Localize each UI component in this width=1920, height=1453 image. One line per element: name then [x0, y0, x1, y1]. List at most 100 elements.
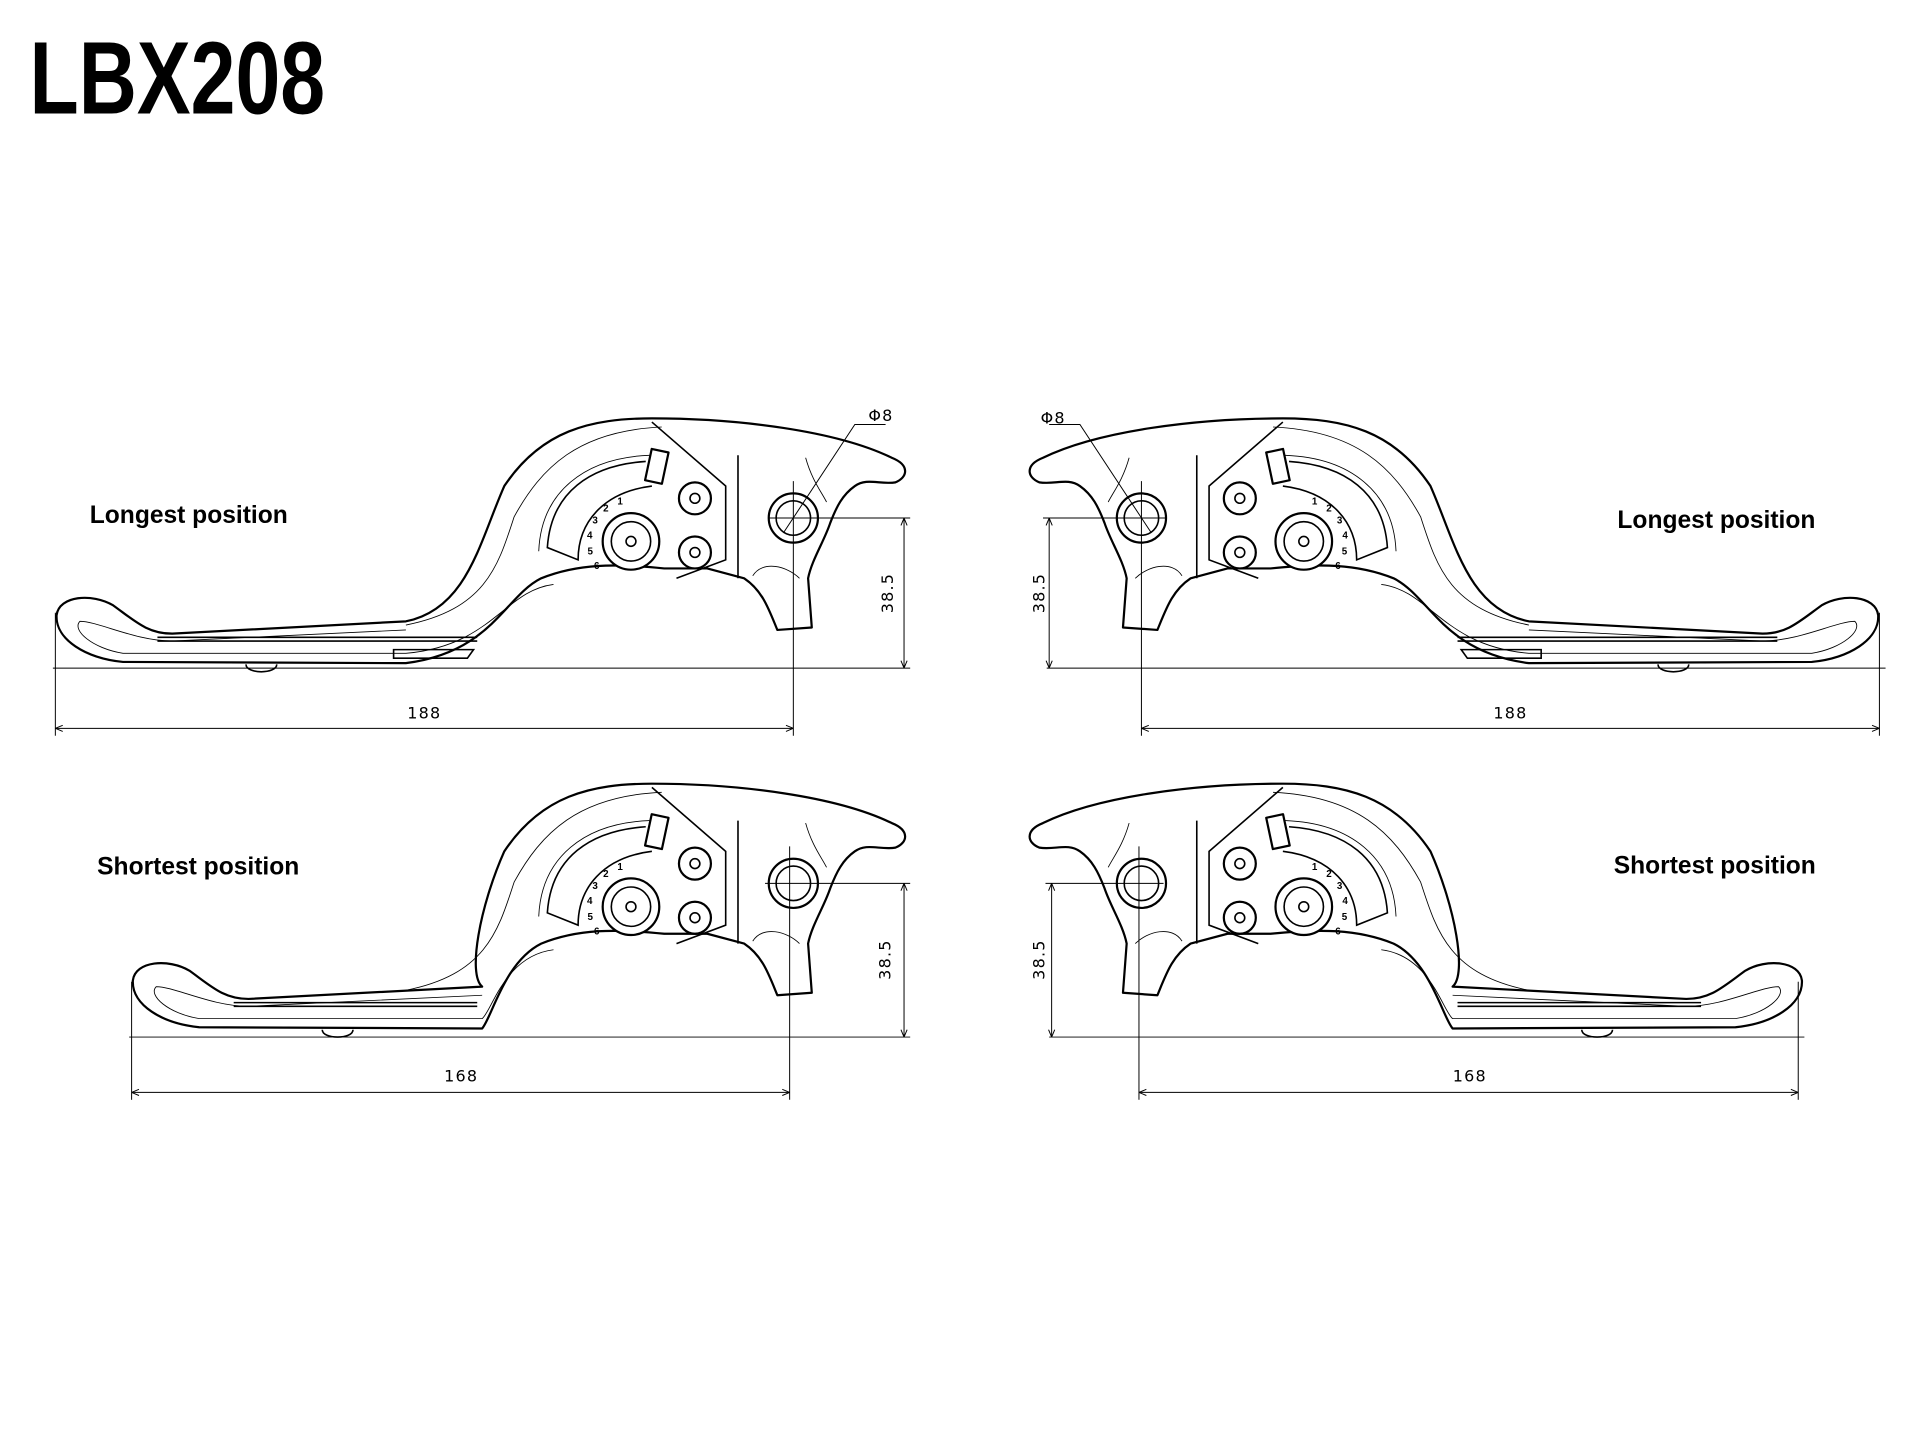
blade-nub: [1657, 664, 1690, 673]
bolt-icon: [677, 535, 713, 570]
adjuster-hex-icon: [1298, 535, 1310, 548]
lever-contour: [77, 426, 662, 654]
dial-number: 6: [1335, 926, 1341, 937]
adjuster-tab: [643, 813, 670, 851]
dimensions: [52, 424, 1886, 1100]
dims-top-left: [52, 424, 911, 736]
dial-arc: [1282, 460, 1389, 562]
pivot-contour: [1107, 457, 1183, 579]
dial-number: 1: [617, 497, 623, 508]
label-top-right: Longest position: [1617, 507, 1815, 534]
adjuster-hex-icon: [625, 535, 637, 548]
bolt-icon: [1222, 535, 1257, 570]
dims-top-right: [1043, 424, 1886, 736]
dimension-arrow: [1138, 1088, 1147, 1096]
dimension-arrow: [1141, 724, 1149, 732]
adjuster-tab: [1265, 447, 1291, 485]
lever-outline: [55, 417, 907, 665]
lever-outline: [1028, 417, 1880, 665]
dial-number: 2: [603, 869, 609, 880]
lever-top-right: [1028, 417, 1880, 673]
lever-contour: [1273, 791, 1781, 1020]
blade-stripe: [1457, 636, 1778, 642]
bolt-icon: [677, 481, 713, 516]
diameter-leader: [783, 424, 886, 534]
housing-edge: [651, 786, 739, 945]
dial-number: 5: [1342, 546, 1348, 557]
dial-number: 2: [1326, 504, 1332, 515]
bolt-hex-icon: [689, 492, 701, 505]
dimension-arrow: [900, 1029, 908, 1038]
dial-number: 6: [594, 926, 600, 937]
dial-number: 4: [1342, 531, 1348, 542]
bolt-icon: [1222, 846, 1257, 881]
lever-top-left: [55, 417, 907, 673]
pivot-contour: [752, 457, 827, 579]
dial-number: 3: [592, 516, 598, 527]
dimension-arrow: [1045, 660, 1053, 669]
height-top-left: 38.5: [878, 573, 897, 613]
bolt-hex-icon: [689, 857, 701, 870]
dial-arc-outer: [538, 454, 650, 552]
dimension-arrow: [900, 660, 908, 669]
dial-number: 2: [603, 504, 609, 515]
dial-arc-outer: [538, 820, 650, 917]
adjuster-tab: [643, 447, 670, 485]
dial-number: 3: [1337, 516, 1343, 527]
dial-number: 4: [1342, 896, 1348, 907]
product-title: LBX208: [30, 20, 326, 136]
pivot-contour: [752, 822, 827, 944]
dimension-arrow: [55, 724, 63, 732]
lever-outline: [131, 782, 907, 1030]
bolt-hex-icon: [1234, 857, 1246, 870]
dimension-arrow: [1790, 1088, 1799, 1096]
height-bottom-right: 38.5: [1029, 939, 1048, 979]
label-top-left: Longest position: [90, 502, 288, 529]
dimension-arrow: [900, 517, 908, 526]
adjuster-hex-icon: [625, 900, 637, 913]
lever-contour: [1273, 426, 1858, 654]
blade-stripe-lower: [392, 648, 476, 660]
diameter-leader: [1049, 424, 1152, 534]
dial-number: 2: [1326, 869, 1332, 880]
housing-edge: [1195, 786, 1284, 945]
lever-bottom-right: [1028, 782, 1804, 1038]
length-bottom-left: 168: [444, 1066, 478, 1085]
dimension-arrow: [1045, 517, 1053, 526]
height-top-right: 38.5: [1029, 573, 1048, 613]
dial-arc: [546, 460, 652, 562]
dimension-arrow: [900, 883, 908, 891]
bolt-hex-icon: [1234, 492, 1246, 505]
dial-number: 4: [587, 531, 593, 542]
diameter-top-right: Φ8: [1041, 408, 1066, 427]
blade-stripe: [1457, 1001, 1702, 1008]
dial-arc: [1282, 825, 1389, 927]
length-top-left: 188: [407, 704, 441, 723]
bolt-icon: [677, 900, 713, 935]
adjuster-tab: [1265, 813, 1291, 851]
bolt-icon: [677, 846, 713, 881]
length-top-right: 188: [1493, 704, 1527, 723]
bolt-icon: [1222, 900, 1257, 935]
blade-stripe-lower: [1459, 648, 1542, 660]
dimension-arrow: [1048, 1029, 1056, 1038]
adjuster-ring: [1283, 520, 1325, 562]
dimension-arrow: [1048, 883, 1056, 891]
adjuster-hex-icon: [1298, 900, 1310, 913]
blade-stripe: [157, 636, 478, 642]
dial-number: 3: [592, 881, 598, 892]
dial-number: 1: [1312, 862, 1318, 873]
dial-number: 1: [1312, 497, 1318, 508]
bolt-icon: [1222, 481, 1257, 516]
adjuster-ring: [610, 520, 652, 562]
label-bottom-right: Shortest position: [1614, 852, 1816, 879]
dial-arc-outer: [1285, 820, 1397, 917]
dial-arc: [546, 825, 652, 927]
blade-stripe: [233, 1001, 478, 1008]
housing-edge: [1195, 421, 1284, 580]
adjuster-ring: [610, 886, 652, 928]
